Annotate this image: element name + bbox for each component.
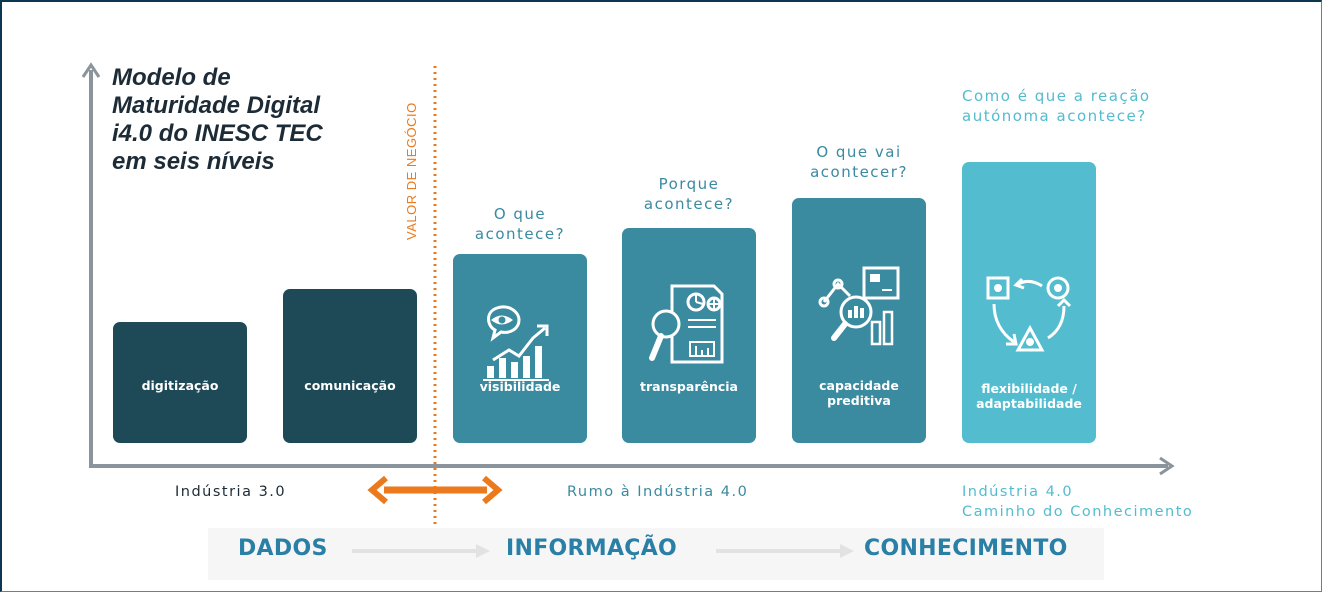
level-bar-capacidade-preditiva: capacidade preditiva bbox=[792, 198, 926, 443]
double-arrow-icon bbox=[367, 475, 503, 505]
flow-informacao: INFORMAÇÃO bbox=[506, 536, 678, 561]
level-label: digitização bbox=[141, 378, 219, 393]
flow-arrow-icon bbox=[352, 544, 490, 558]
level-label: capacidade preditiva bbox=[819, 378, 899, 408]
level-bar-transparencia: transparência bbox=[622, 228, 756, 443]
flow-arrow-icon bbox=[716, 544, 854, 558]
magnifier-report-icon bbox=[649, 284, 724, 364]
question-capacidade-preditiva: O que vai acontecer? bbox=[810, 143, 908, 181]
level-label: comunicação bbox=[304, 378, 396, 393]
question-visibilidade: O que acontece? bbox=[474, 205, 566, 243]
era-industria-3: Indústria 3.0 bbox=[175, 484, 287, 500]
era-industria-4-line1: Indústria 4.0 bbox=[962, 484, 1074, 500]
flow-dados: DADOS bbox=[238, 536, 328, 561]
level-bar-digitizacao: digitização bbox=[113, 322, 247, 443]
level-label: visibilidade bbox=[479, 379, 561, 394]
x-axis-arrowhead bbox=[1159, 456, 1175, 476]
flow-conhecimento: CONHECIMENTO bbox=[864, 536, 1068, 561]
y-axis-arrowhead bbox=[81, 62, 101, 78]
question-flexibilidade: Como é que a reação autónoma acontece? bbox=[962, 87, 1151, 125]
era-industria-4-line2: Caminho do Conhecimento bbox=[962, 504, 1194, 520]
level-bar-comunicacao: comunicação bbox=[283, 289, 417, 443]
predictive-analysis-icon bbox=[818, 266, 900, 346]
diagram-title: Modelo de Maturidade Digital i4.0 do INE… bbox=[112, 64, 323, 175]
autonomous-cycle-icon bbox=[986, 276, 1072, 352]
level-label: flexibilidade / adaptabilidade bbox=[976, 381, 1082, 411]
eye-chart-icon bbox=[483, 305, 549, 381]
level-label: transparência bbox=[640, 379, 738, 394]
flow-strip bbox=[208, 528, 1104, 580]
era-rumo-industria-4: Rumo à Indústria 4.0 bbox=[567, 484, 749, 500]
era-industria-4: Indústria 4.0 Caminho do Conhecimento bbox=[962, 482, 1193, 522]
level-bar-visibilidade: visibilidade bbox=[453, 254, 587, 443]
level-bar-flexibilidade: flexibilidade / adaptabilidade bbox=[962, 162, 1096, 443]
question-transparencia: Porque acontece? bbox=[643, 175, 735, 213]
